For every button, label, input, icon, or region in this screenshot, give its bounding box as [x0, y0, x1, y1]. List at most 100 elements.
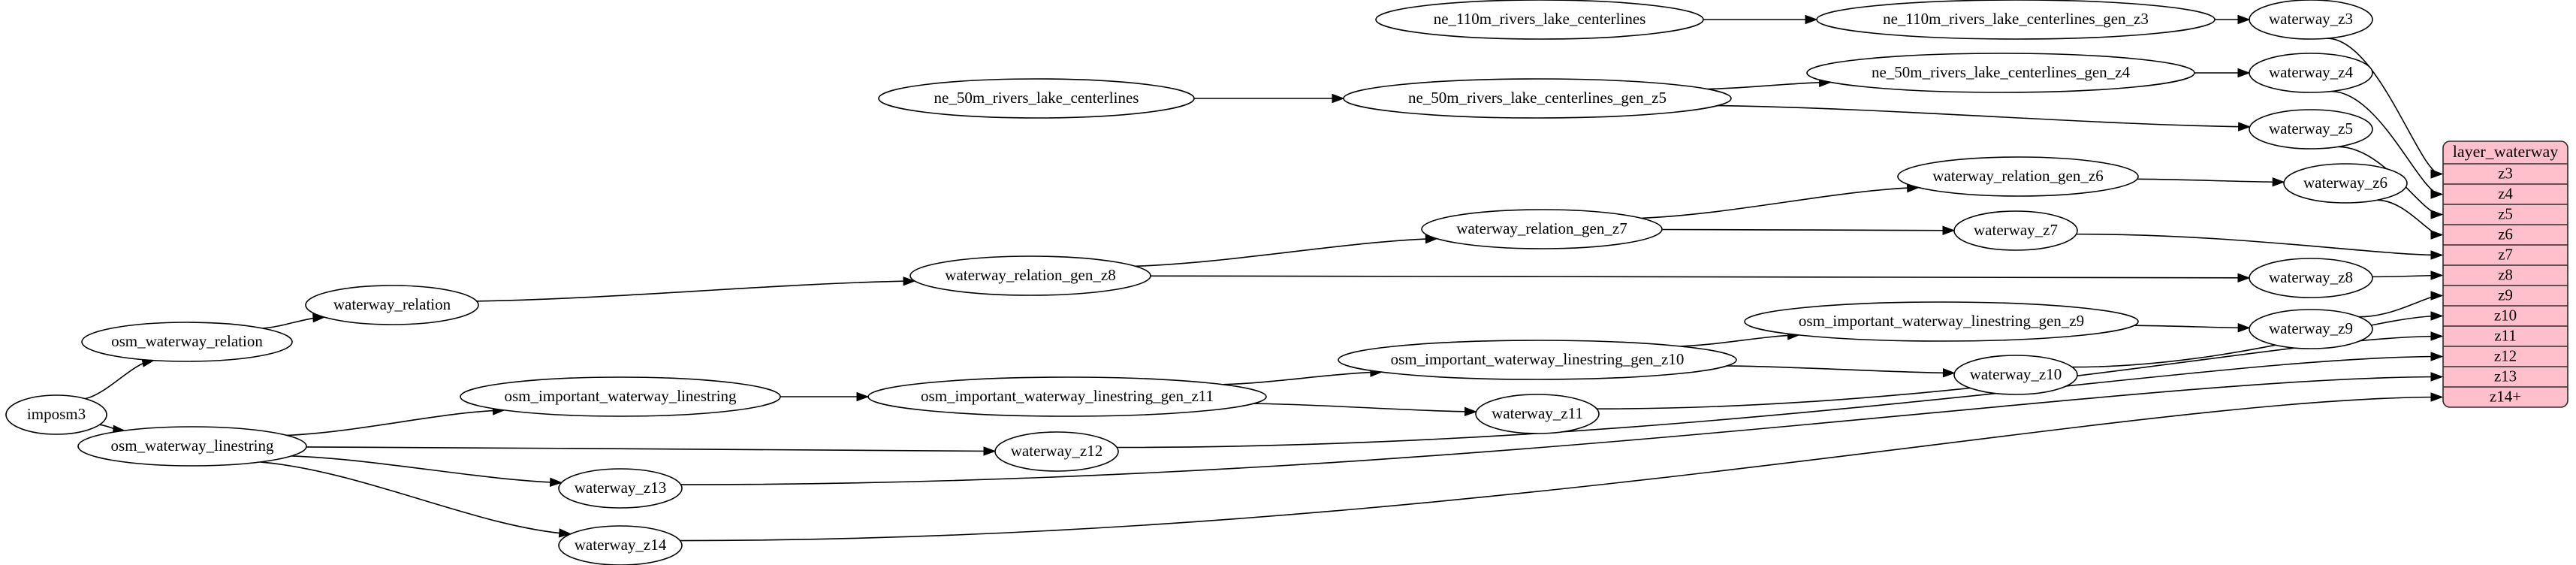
node-shape-waterway_z9[interactable] — [2249, 309, 2373, 349]
node-shape-waterway_z8[interactable] — [2249, 258, 2373, 298]
node-ne_50m_rivers_lake_centerlines_gen_z5[interactable]: ne_50m_rivers_lake_centerlines_gen_z5 — [1343, 78, 1732, 119]
record-row-z10[interactable]: z10 — [2494, 306, 2517, 324]
node-shape-waterway_z3[interactable] — [2249, 0, 2373, 40]
node-shape-osm_waterway_linestring[interactable] — [77, 426, 307, 467]
node-waterway_z13[interactable]: waterway_z13 — [558, 468, 683, 509]
record-row-z11[interactable]: z11 — [2494, 326, 2517, 344]
node-osm_important_waterway_linestring[interactable]: osm_important_waterway_linestring — [460, 376, 781, 417]
record-row-z7[interactable]: z7 — [2498, 245, 2513, 263]
edge-arrowhead — [2237, 68, 2251, 78]
layer-waterway-title: layer_waterway — [2453, 142, 2558, 161]
node-waterway_z5[interactable]: waterway_z5 — [2249, 109, 2373, 150]
edge-arrowhead — [983, 446, 997, 456]
node-label-waterway_relation_gen_z7: waterway_relation_gen_z7 — [1456, 219, 1627, 237]
edge-arrowhead — [1942, 225, 1956, 235]
node-imposm3[interactable]: imposm3 — [5, 394, 107, 435]
node-waterway_relation[interactable]: waterway_relation — [305, 285, 479, 325]
node-shape-waterway_z12[interactable] — [994, 431, 1119, 472]
node-shape-waterway_z5[interactable] — [2249, 109, 2373, 150]
record-row-z14plus[interactable]: z14+ — [2490, 387, 2521, 405]
node-shape-ne_50m_rivers_lake_centerlines_gen_z5[interactable] — [1343, 78, 1732, 119]
node-label-waterway_z10: waterway_z10 — [1970, 365, 2062, 383]
node-shape-waterway_z13[interactable] — [558, 468, 683, 509]
node-osm_important_waterway_linestring_gen_z10[interactable]: osm_important_waterway_linestring_gen_z1… — [1338, 340, 1737, 380]
node-label-waterway_z9: waterway_z9 — [2269, 319, 2353, 337]
edge-osm_waterway_linestring-to-waterway_z12 — [306, 446, 994, 452]
node-shape-ne_50m_rivers_lake_centerlines_gen_z4[interactable] — [1806, 53, 2195, 93]
node-waterway_z4[interactable]: waterway_z4 — [2249, 53, 2373, 93]
node-waterway_z7[interactable]: waterway_z7 — [1953, 210, 2078, 251]
node-shape-waterway_relation[interactable] — [305, 285, 479, 325]
node-label-ne_50m_rivers_lake_centerlines_gen_z5: ne_50m_rivers_lake_centerlines_gen_z5 — [1408, 89, 1667, 107]
node-shape-waterway_z4[interactable] — [2249, 53, 2373, 93]
edge-arrowhead — [2430, 270, 2444, 280]
node-shape-osm_important_waterway_linestring_gen_z9[interactable] — [1744, 301, 2139, 342]
node-waterway_z6[interactable]: waterway_z6 — [2283, 163, 2408, 204]
node-waterway_z12[interactable]: waterway_z12 — [994, 431, 1119, 472]
node-waterway_z3[interactable]: waterway_z3 — [2249, 0, 2373, 40]
node-osm_waterway_linestring[interactable]: osm_waterway_linestring — [77, 426, 307, 467]
edge-waterway_z14-to-layer_waterway-z14plus — [680, 396, 2441, 542]
node-label-waterway_relation: waterway_relation — [333, 295, 451, 313]
node-shape-waterway_relation_gen_z7[interactable] — [1421, 209, 1663, 249]
node-label-waterway_relation_gen_z8: waterway_relation_gen_z8 — [945, 266, 1115, 284]
node-shape-osm_important_waterway_linestring[interactable] — [460, 376, 781, 417]
node-shape-osm_waterway_relation[interactable] — [81, 322, 293, 362]
node-shape-waterway_relation_gen_z6[interactable] — [1897, 156, 2139, 197]
node-label-waterway_z14: waterway_z14 — [575, 536, 667, 554]
node-osm_important_waterway_linestring_gen_z11[interactable]: osm_important_waterway_linestring_gen_z1… — [867, 376, 1267, 417]
edge-waterway_z6-to-layer_waterway-z6 — [2377, 199, 2441, 236]
edge-osm_waterway_linestring-to-osm_important_waterway_linestring — [286, 409, 502, 437]
edge-arrowhead — [1942, 368, 1956, 378]
edge-waterway_z8-to-layer_waterway-z8 — [2372, 274, 2441, 278]
edge-waterway_relation_gen_z8-to-waterway_z8 — [1150, 275, 2248, 279]
record-row-z12[interactable]: z12 — [2494, 346, 2517, 364]
record-row-z6[interactable]: z6 — [2498, 225, 2513, 243]
node-shape-osm_important_waterway_linestring_gen_z10[interactable] — [1338, 340, 1737, 380]
node-waterway_z10[interactable]: waterway_z10 — [1953, 355, 2078, 395]
node-waterway_relation_gen_z7[interactable]: waterway_relation_gen_z7 — [1421, 209, 1663, 249]
edge-waterway_z4-to-layer_waterway-z4 — [2330, 90, 2441, 195]
record-row-z5[interactable]: z5 — [2498, 204, 2513, 222]
node-ne_50m_rivers_lake_centerlines[interactable]: ne_50m_rivers_lake_centerlines — [878, 78, 1195, 119]
node-osm_important_waterway_linestring_gen_z9[interactable]: osm_important_waterway_linestring_gen_z9 — [1744, 301, 2139, 342]
record-row-z9[interactable]: z9 — [2498, 286, 2513, 304]
record-row-z8[interactable]: z8 — [2498, 265, 2513, 283]
node-shape-waterway_z14[interactable] — [558, 525, 683, 565]
node-ne_110m_rivers_lake_centerlines_gen_z3[interactable]: ne_110m_rivers_lake_centerlines_gen_z3 — [1816, 0, 2216, 40]
node-shape-ne_110m_rivers_lake_centerlines_gen_z3[interactable] — [1816, 0, 2216, 40]
node-osm_waterway_relation[interactable]: osm_waterway_relation — [81, 322, 293, 362]
node-waterway_z14[interactable]: waterway_z14 — [558, 525, 683, 565]
node-shape-waterway_relation_gen_z8[interactable] — [909, 255, 1151, 296]
node-ne_50m_rivers_lake_centerlines_gen_z4[interactable]: ne_50m_rivers_lake_centerlines_gen_z4 — [1806, 53, 2195, 93]
edge-waterway_z9-to-layer_waterway-z9 — [2358, 295, 2441, 318]
node-waterway_z8[interactable]: waterway_z8 — [2249, 258, 2373, 298]
node-shape-osm_important_waterway_linestring_gen_z11[interactable] — [867, 376, 1267, 417]
node-waterway_z9[interactable]: waterway_z9 — [2249, 309, 2373, 349]
node-label-osm_waterway_linestring: osm_waterway_linestring — [111, 437, 274, 455]
node-shape-ne_110m_rivers_lake_centerlines[interactable] — [1375, 0, 1704, 40]
node-shape-waterway_z10[interactable] — [1953, 355, 2078, 395]
edge-osm_important_waterway_linestring_gen_z9-to-waterway_z9 — [2134, 325, 2248, 329]
node-shape-ne_50m_rivers_lake_centerlines[interactable] — [878, 78, 1195, 119]
edge-imposm3-to-osm_waterway_relation — [85, 359, 152, 400]
record-row-z3[interactable]: z3 — [2498, 164, 2513, 182]
edge-waterway_relation-to-waterway_relation_gen_z8 — [476, 280, 913, 302]
layer-waterway-box[interactable] — [2442, 140, 2568, 408]
node-waterway_relation_gen_z6[interactable]: waterway_relation_gen_z6 — [1897, 156, 2139, 197]
node-shape-waterway_z6[interactable] — [2283, 163, 2408, 204]
node-label-waterway_z3: waterway_z3 — [2269, 10, 2353, 28]
node-shape-waterway_z7[interactable] — [1953, 210, 2078, 251]
node-waterway_relation_gen_z8[interactable]: waterway_relation_gen_z8 — [909, 255, 1151, 296]
node-shape-waterway_z11[interactable] — [1475, 394, 1600, 434]
node-label-waterway_z11: waterway_z11 — [1492, 404, 1583, 422]
node-waterway_z11[interactable]: waterway_z11 — [1475, 394, 1600, 434]
node-label-imposm3: imposm3 — [27, 405, 86, 423]
node-label-osm_important_waterway_linestring: osm_important_waterway_linestring — [504, 387, 737, 405]
record-row-z4[interactable]: z4 — [2498, 184, 2513, 202]
record-row-z13[interactable]: z13 — [2494, 367, 2517, 385]
node-ne_110m_rivers_lake_centerlines[interactable]: ne_110m_rivers_lake_centerlines — [1375, 0, 1704, 40]
edge-arrowhead — [1464, 406, 1477, 417]
node-shape-imposm3[interactable] — [5, 394, 107, 435]
